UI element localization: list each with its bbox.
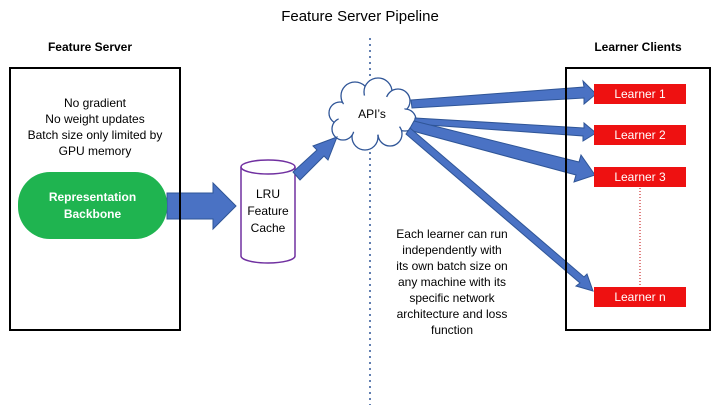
description-line: function [430,323,474,337]
feature-server-notes: No gradient No weight updates Batch size… [12,95,178,159]
description-line: specific network [409,291,495,305]
arrow-backbone-to-cache [166,181,237,231]
arrow-cache-to-api [292,136,338,181]
api-cloud [328,77,417,151]
feature-server-heading: Feature Server [47,40,133,54]
cache-label: LRU Feature Cache [241,186,295,237]
arrow-api-to-learner2 [413,117,597,142]
note-line: No weight updates [45,112,145,126]
diagram-title: Feature Server Pipeline [281,8,439,25]
learner-clients-box [565,67,711,331]
backbone-label-line: Backbone [63,206,122,221]
learner-3-box: Learner 3 [594,167,686,187]
note-line: Batch size only limited by [27,128,163,142]
arrows [166,79,597,292]
representation-backbone: Representation Backbone [18,172,167,239]
learner-1-box: Learner 1 [594,84,686,104]
learner-2-box: Learner 2 [594,125,686,145]
cache-cylinder [240,159,296,264]
note-line: GPU memory [58,144,132,158]
arrow-api-to-learner1 [410,79,597,109]
description-line: any machine with its [397,275,507,289]
cache-label-line: Cache [250,221,286,235]
cache-label-line: LRU [255,187,280,201]
note-line: No gradient [63,96,127,110]
description-line: independently with [402,243,502,257]
learner-n-box: Learner n [594,287,686,307]
description-line: Each learner can run [396,227,508,241]
cache-label-line: Feature [247,204,289,218]
backbone-label-line: Representation [48,189,137,204]
description-line: its own batch size on [396,259,508,273]
learner-clients-heading: Learner Clients [594,40,682,54]
arrow-api-to-learnern [405,127,594,292]
learner-description: Each learner can run independently with … [372,226,532,338]
api-label: API’s [358,107,386,121]
description-line: architecture and loss [396,307,508,321]
arrow-api-to-learner3 [408,120,596,183]
feature-server-box [9,67,181,331]
